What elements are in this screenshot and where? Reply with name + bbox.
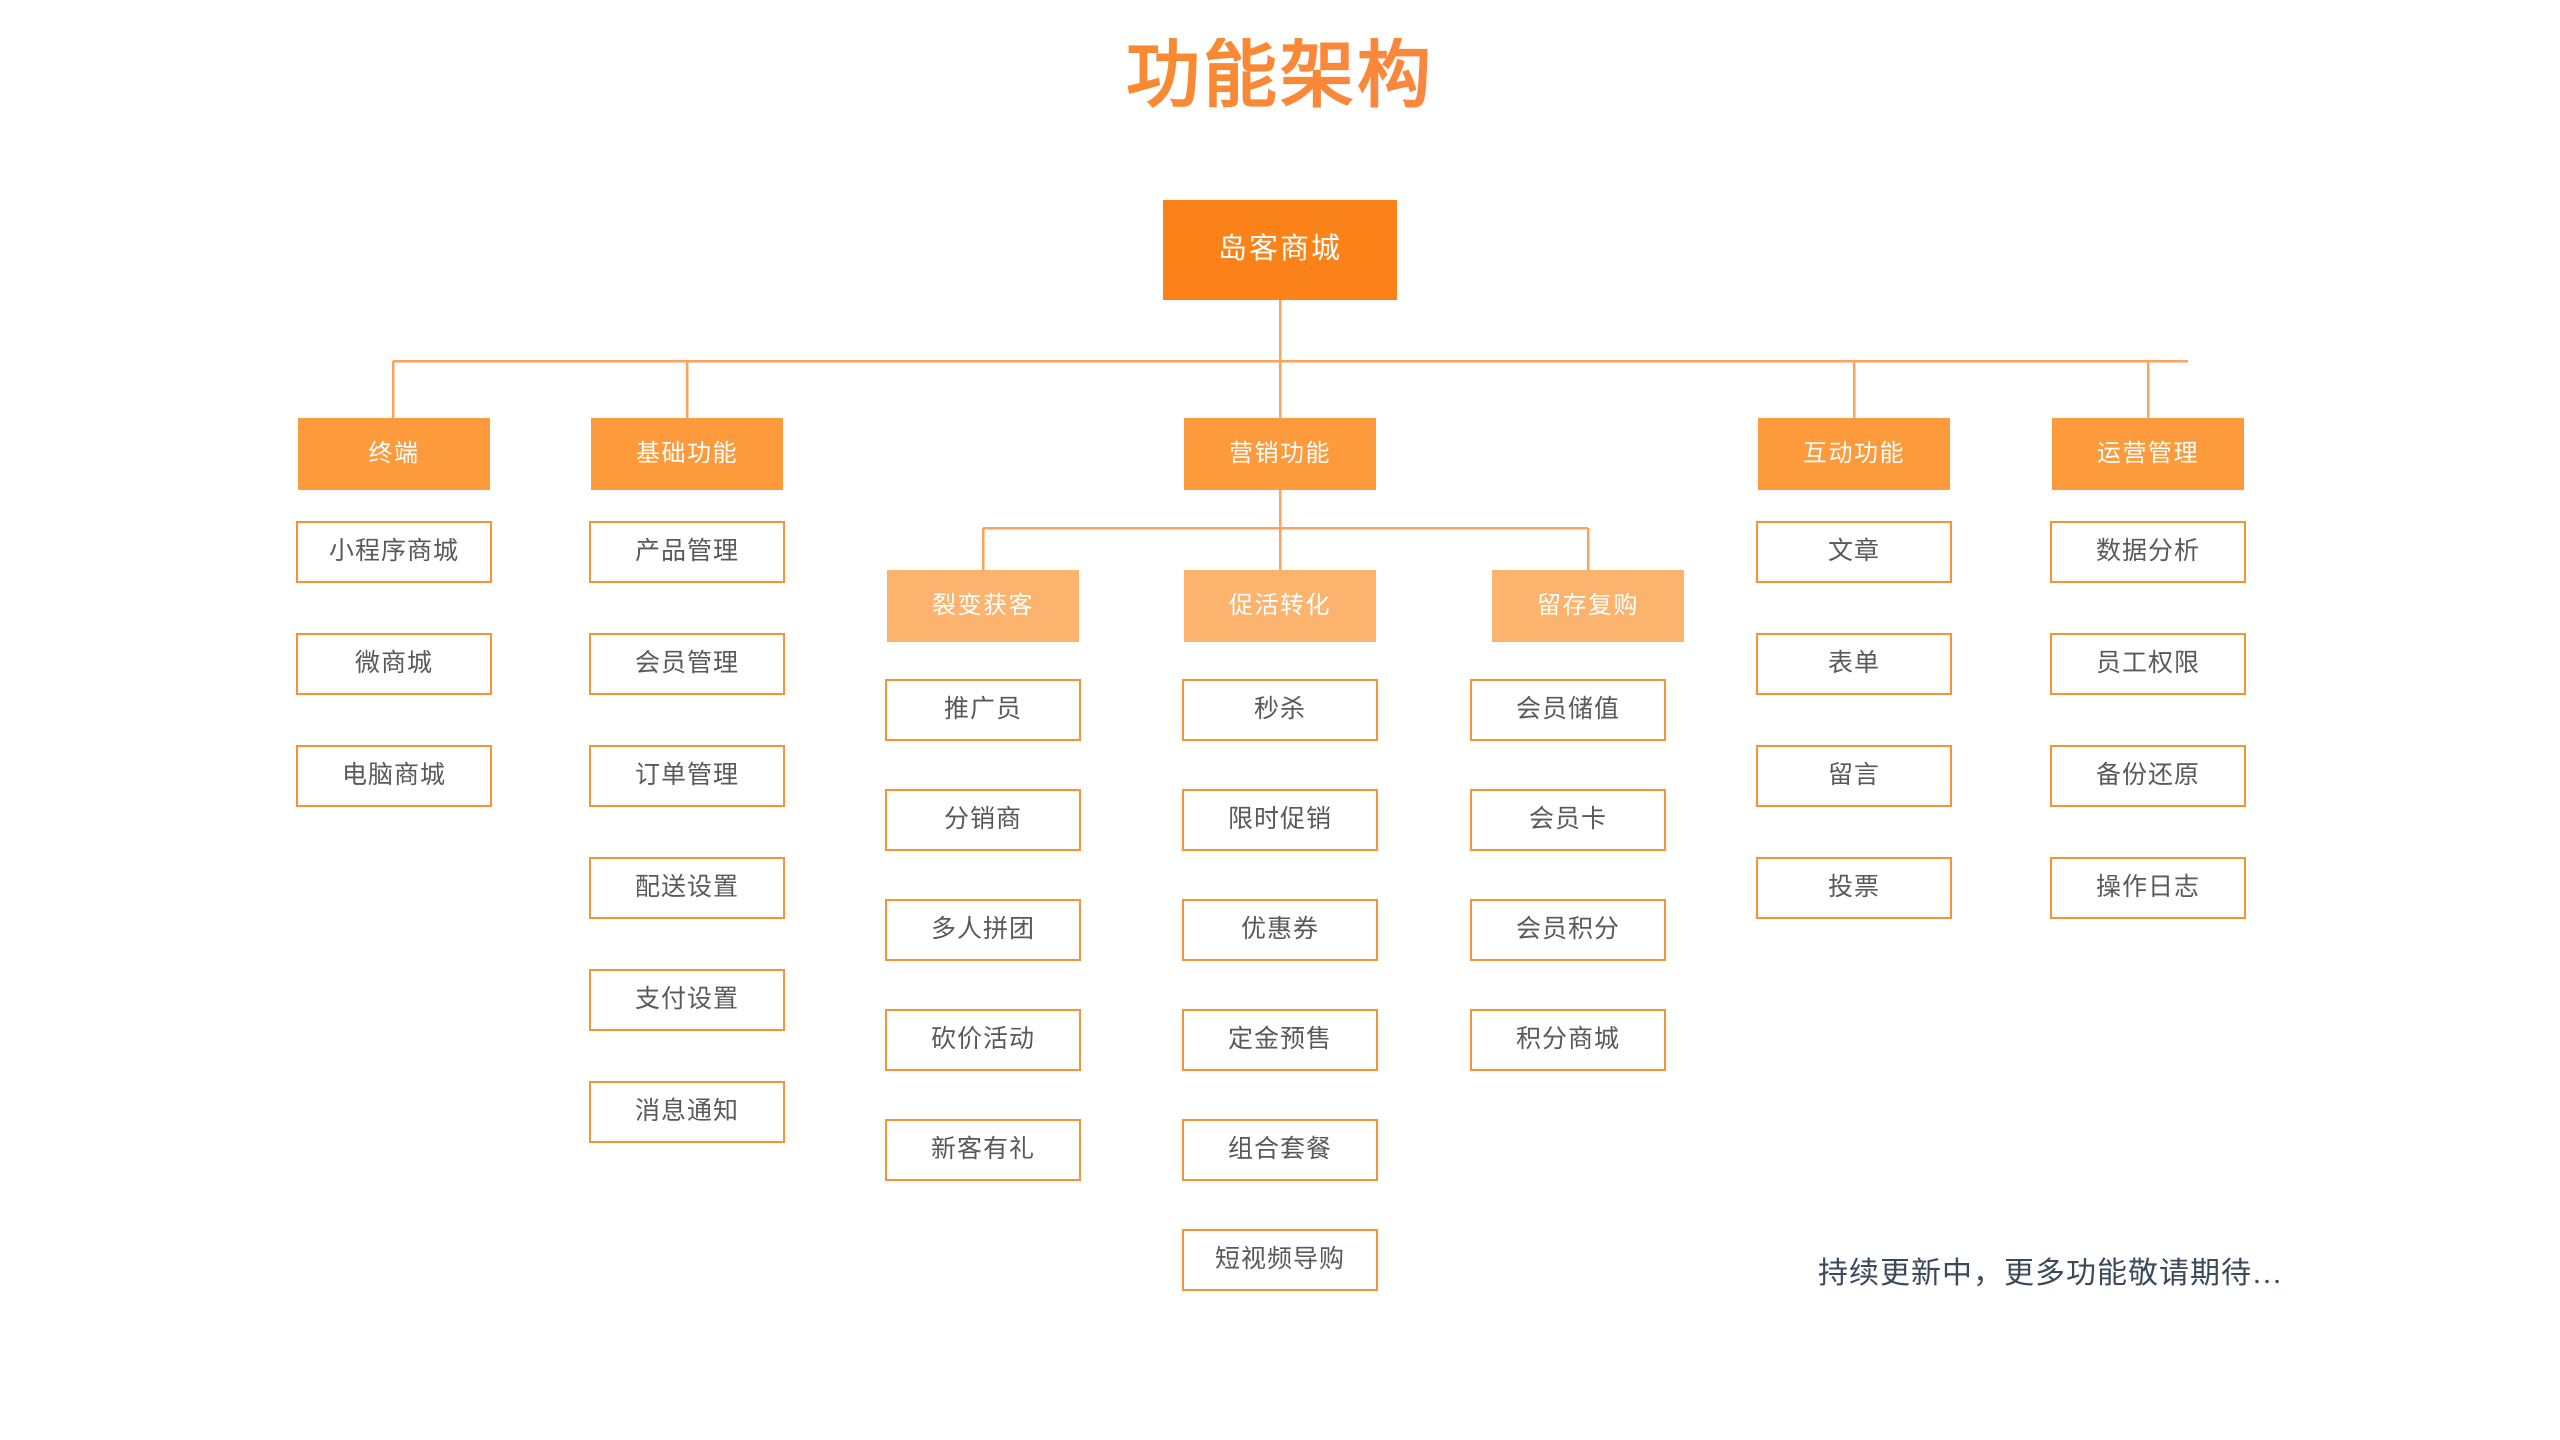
leaf-activation-2[interactable]: 优惠券: [1182, 899, 1378, 961]
node-interaction[interactable]: 互动功能: [1758, 418, 1950, 490]
leaf-basic-3[interactable]: 配送设置: [589, 857, 785, 919]
node-fission[interactable]: 裂变获客: [887, 570, 1079, 642]
leaf-interaction-1[interactable]: 表单: [1756, 633, 1952, 695]
leaf-retention-2[interactable]: 会员积分: [1470, 899, 1666, 961]
leaf-fission-2[interactable]: 多人拼团: [885, 899, 1081, 961]
leaf-operations-3[interactable]: 操作日志: [2050, 857, 2246, 919]
leaf-activation-5[interactable]: 短视频导购: [1182, 1229, 1378, 1291]
leaf-operations-1[interactable]: 员工权限: [2050, 633, 2246, 695]
leaf-basic-0[interactable]: 产品管理: [589, 521, 785, 583]
leaf-terminal-0[interactable]: 小程序商城: [296, 521, 492, 583]
leaf-activation-4[interactable]: 组合套餐: [1182, 1119, 1378, 1181]
leaf-retention-3[interactable]: 积分商城: [1470, 1009, 1666, 1071]
leaf-operations-0[interactable]: 数据分析: [2050, 521, 2246, 583]
leaf-terminal-1[interactable]: 微商城: [296, 633, 492, 695]
node-activation[interactable]: 促活转化: [1184, 570, 1376, 642]
leaf-retention-1[interactable]: 会员卡: [1470, 789, 1666, 851]
leaf-basic-5[interactable]: 消息通知: [589, 1081, 785, 1143]
node-root[interactable]: 岛客商城: [1163, 200, 1397, 300]
leaf-fission-0[interactable]: 推广员: [885, 679, 1081, 741]
leaf-fission-3[interactable]: 砍价活动: [885, 1009, 1081, 1071]
node-retention[interactable]: 留存复购: [1492, 570, 1684, 642]
leaf-operations-2[interactable]: 备份还原: [2050, 745, 2246, 807]
leaf-basic-1[interactable]: 会员管理: [589, 633, 785, 695]
leaf-activation-3[interactable]: 定金预售: [1182, 1009, 1378, 1071]
leaf-basic-4[interactable]: 支付设置: [589, 969, 785, 1031]
leaf-terminal-2[interactable]: 电脑商城: [296, 745, 492, 807]
leaf-activation-0[interactable]: 秒杀: [1182, 679, 1378, 741]
footer-note: 持续更新中，更多功能敬请期待…: [1818, 1257, 2283, 1290]
page-title: 功能架构: [0, 38, 2560, 112]
node-operations[interactable]: 运营管理: [2052, 418, 2244, 490]
leaf-activation-1[interactable]: 限时促销: [1182, 789, 1378, 851]
leaf-fission-4[interactable]: 新客有礼: [885, 1119, 1081, 1181]
node-marketing[interactable]: 营销功能: [1184, 418, 1376, 490]
leaf-retention-0[interactable]: 会员储值: [1470, 679, 1666, 741]
node-basic[interactable]: 基础功能: [591, 418, 783, 490]
node-terminal[interactable]: 终端: [298, 418, 490, 490]
leaf-interaction-0[interactable]: 文章: [1756, 521, 1952, 583]
leaf-interaction-3[interactable]: 投票: [1756, 857, 1952, 919]
leaf-fission-1[interactable]: 分销商: [885, 789, 1081, 851]
leaf-interaction-2[interactable]: 留言: [1756, 745, 1952, 807]
leaf-basic-2[interactable]: 订单管理: [589, 745, 785, 807]
